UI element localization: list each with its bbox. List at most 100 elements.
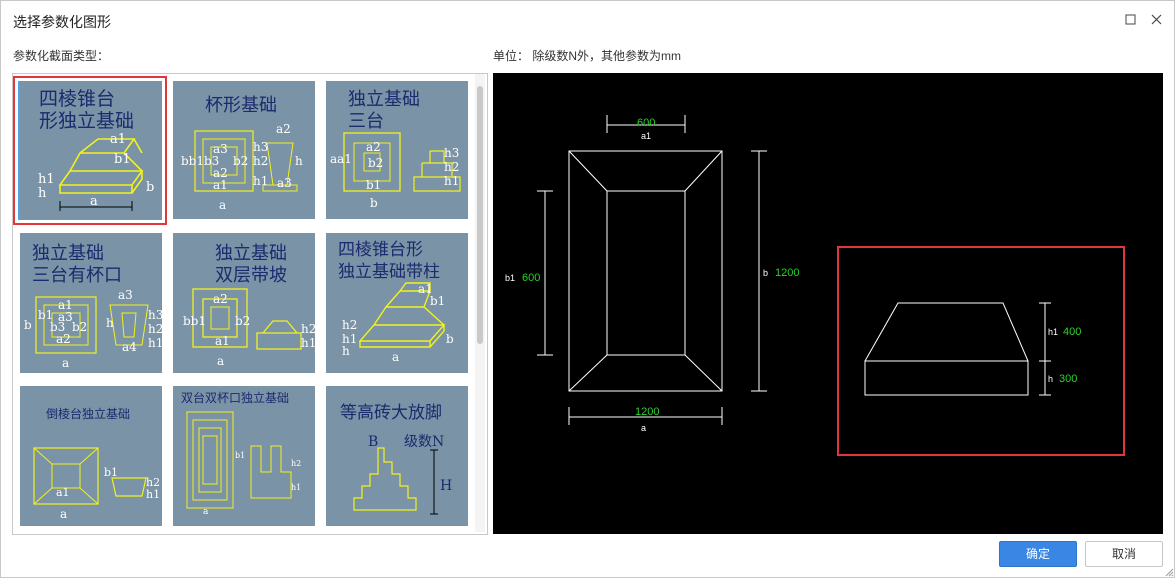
svg-text:h2: h2 — [146, 476, 160, 489]
svg-text:h2: h2 — [444, 160, 459, 174]
svg-text:h2: h2 — [148, 322, 162, 336]
svg-text:h1: h1 — [444, 174, 459, 188]
maximize-icon — [1125, 14, 1136, 25]
svg-text:b3: b3 — [50, 320, 65, 334]
svg-text:h1: h1 — [38, 172, 55, 187]
parameter-preview-canvas: 600 a1 1200 a b1 600 b 1200 h1 400 h 300 — [493, 73, 1163, 534]
thumb-brick-footing[interactable]: 等高砖大放脚 B 级数N H — [326, 386, 468, 526]
unit-label: 单位： 除级数N外，其他参数为mm — [493, 49, 681, 63]
svg-text:h2: h2 — [291, 459, 301, 468]
dim-a-label: a — [641, 423, 646, 433]
thumb-double-slope-foundation[interactable]: 独立基础 双层带坡 bb1 b2 a2 a1 a h2 h1 — [173, 233, 315, 373]
svg-text:a1: a1 — [418, 282, 433, 296]
svg-text:a1: a1 — [213, 178, 228, 192]
param-h-label: H — [440, 478, 452, 494]
thumb-three-step-cup-foundation[interactable]: 独立基础 三台有杯口 b b1 b3 b2 a1 a3 a2 a a3 h a4… — [20, 233, 162, 373]
thumb-inverted-frustum[interactable]: 倒棱台独立基础 b1 a1 a h2 h1 — [20, 386, 162, 526]
thumb-caption-line1: 独立基础 — [348, 89, 420, 110]
gallery-scroll-thumb[interactable] — [477, 86, 483, 344]
gallery-scrollbar[interactable] — [475, 74, 485, 532]
svg-text:b1: b1 — [104, 466, 118, 479]
svg-text:h3: h3 — [253, 140, 268, 154]
svg-text:b2: b2 — [72, 320, 87, 334]
close-button[interactable] — [1146, 9, 1168, 31]
dim-h-value: 300 — [1059, 373, 1077, 385]
svg-text:aa1: aa1 — [330, 152, 352, 166]
plan-view — [537, 115, 767, 425]
svg-text:h1: h1 — [148, 336, 162, 350]
svg-text:h1: h1 — [342, 332, 357, 346]
svg-text:a1: a1 — [215, 334, 230, 348]
thumb-caption-line1: 独立基础 — [215, 243, 287, 264]
thumb-double-cup-foundation[interactable]: 双台双杯口独立基础 a b1 h2 h1 — [173, 386, 315, 526]
thumb-cup-foundation[interactable]: 杯形基础 bb1b3 b2 a3 a2 a1 a a2 h3 h2 h1 h a… — [173, 81, 315, 219]
inverted-frustum-drawing: 倒棱台独立基础 b1 a1 a h2 h1 — [33, 406, 160, 521]
svg-text:h: h — [106, 316, 114, 330]
thumb-caption: 双台双杯口独立基础 — [181, 390, 289, 405]
svg-text:b1: b1 — [430, 294, 445, 308]
dim-b1-label: b1 — [505, 273, 515, 283]
svg-text:a2: a2 — [56, 332, 71, 346]
svg-text:h3: h3 — [148, 308, 162, 322]
svg-text:a: a — [60, 507, 67, 521]
dim-h1-label: h1 — [1048, 327, 1058, 337]
thumb-caption-line2: 三台有杯口 — [32, 265, 122, 286]
svg-text:a: a — [90, 194, 98, 209]
svg-text:h1: h1 — [301, 336, 315, 350]
thumb-pyramid-foundation[interactable]: 四棱锥台 形独立基础 a a1 b1 b h1 h — [20, 81, 162, 219]
dim-b1-value: 600 — [522, 272, 540, 284]
svg-text:b1: b1 — [114, 152, 131, 167]
param-b-label: B — [368, 434, 378, 450]
maximize-button[interactable] — [1120, 9, 1142, 31]
svg-text:b2: b2 — [368, 156, 383, 170]
svg-text:h1: h1 — [146, 488, 160, 501]
section-highlight — [837, 246, 1125, 456]
svg-text:b1: b1 — [235, 451, 245, 460]
thumb-caption: 等高砖大放脚 — [340, 403, 442, 423]
svg-text:b: b — [146, 180, 154, 195]
dim-a1-value: 600 — [637, 117, 655, 129]
svg-text:h2: h2 — [342, 318, 357, 332]
thumb-caption-line1: 四棱锥台形 — [338, 240, 423, 260]
thumb-three-step-foundation[interactable]: 独立基础 三台 aa1 a2 b2 b1 b h3 h2 h1 — [326, 81, 468, 219]
pyramid-column-drawing: 四棱锥台形 独立基础带柱 a1 b1 b h2 h1 h a — [338, 240, 454, 364]
svg-text:h: h — [342, 344, 350, 358]
svg-text:h1: h1 — [253, 174, 268, 188]
three-step-cup-drawing: 独立基础 三台有杯口 b b1 b3 b2 a1 a3 a2 a a3 h a4… — [24, 243, 162, 370]
dim-a1-label: a1 — [641, 131, 651, 141]
svg-text:a2: a2 — [213, 292, 228, 306]
double-cup-drawing: 双台双杯口独立基础 a b1 h2 h1 — [181, 390, 301, 517]
thumb-caption: 倒棱台独立基础 — [46, 406, 130, 421]
svg-text:a4: a4 — [122, 340, 137, 354]
svg-text:a: a — [203, 507, 209, 517]
svg-text:b1: b1 — [38, 308, 53, 322]
close-icon — [1151, 14, 1162, 25]
cancel-button[interactable]: 取消 — [1085, 541, 1163, 567]
svg-text:b2: b2 — [235, 314, 250, 328]
thumb-caption-line1: 独立基础 — [32, 243, 104, 264]
svg-text:bb1b3: bb1b3 — [181, 154, 219, 168]
ok-button[interactable]: 确定 — [999, 541, 1077, 567]
svg-text:b1: b1 — [366, 178, 381, 192]
thumb-caption-line2: 双层带坡 — [215, 265, 287, 286]
svg-text:a2: a2 — [276, 122, 291, 136]
thumb-caption: 杯形基础 — [205, 95, 277, 116]
svg-text:b: b — [24, 318, 32, 332]
section-type-label: 参数化截面类型： — [13, 49, 110, 63]
svg-text:b2: b2 — [233, 154, 248, 168]
thumb-caption-line1: 四棱锥台 — [39, 88, 115, 110]
dialog-title: 选择参数化图形 — [13, 14, 111, 30]
svg-text:h2: h2 — [301, 322, 315, 336]
svg-text:h3: h3 — [444, 146, 459, 160]
thumb-caption-line2: 形独立基础 — [39, 110, 134, 132]
thumb-pyramid-with-column[interactable]: 四棱锥台形 独立基础带柱 a1 b1 b h2 h1 h a — [326, 233, 468, 373]
svg-text:a3: a3 — [118, 288, 133, 302]
resize-grip-icon[interactable] — [1164, 567, 1174, 577]
svg-text:h2: h2 — [253, 154, 268, 168]
dim-b-value: 1200 — [775, 267, 799, 279]
svg-text:a: a — [392, 350, 399, 364]
param-n-label: 级数N — [404, 434, 444, 450]
svg-text:b: b — [370, 196, 378, 210]
svg-text:b: b — [446, 332, 454, 346]
